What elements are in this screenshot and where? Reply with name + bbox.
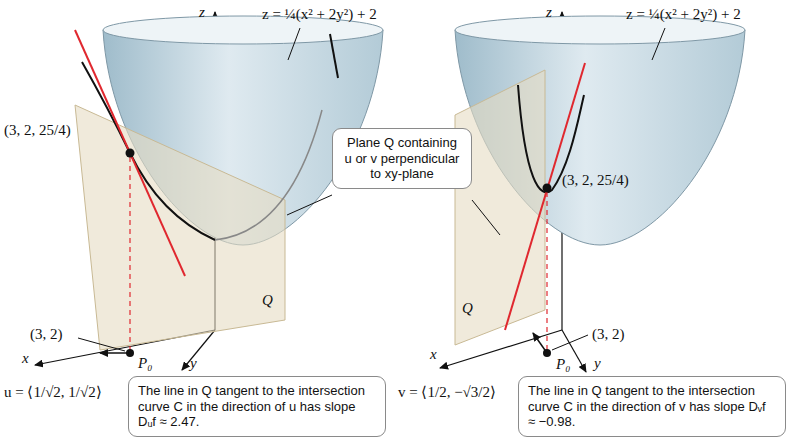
point-name: P₀ [556,356,570,373]
plane-label: Q [462,300,473,317]
vector-label: v = ⟨1/2, −√3/2⟩ [398,384,496,401]
surface-equation: z = ¼(x² + 2y²) + 2 [262,6,377,23]
box-text: The line in Q tangent to the intersectio… [528,383,776,430]
axis-label: z [546,4,552,21]
axis-label: z [199,4,205,21]
point-label: (3, 2, 25/4) [4,122,71,139]
box-text: Plane Q containing u or v perpendicular … [342,135,462,182]
point-name: P₀ [138,355,152,372]
point-label: (3, 2, 25/4) [562,172,629,189]
caption-box: The line in Q tangent to the intersectio… [128,376,386,437]
axis-label: x [22,350,29,367]
vector-label: u = ⟨1/√2, 1/√2⟩ [4,384,102,401]
surface-equation: z = ¼(x² + 2y²) + 2 [626,6,741,23]
plane-label: Q [262,292,273,309]
point-label: (3, 2) [592,326,625,343]
point-label: (3, 2) [30,326,63,343]
axis-label: y [190,355,197,372]
callout-box: Plane Q containing u or v perpendicular … [332,128,472,189]
box-text: The line in Q tangent to the intersectio… [138,383,376,430]
caption-box: The line in Q tangent to the intersectio… [518,376,786,437]
axis-label: x [430,346,437,363]
axis-label: y [594,355,601,372]
